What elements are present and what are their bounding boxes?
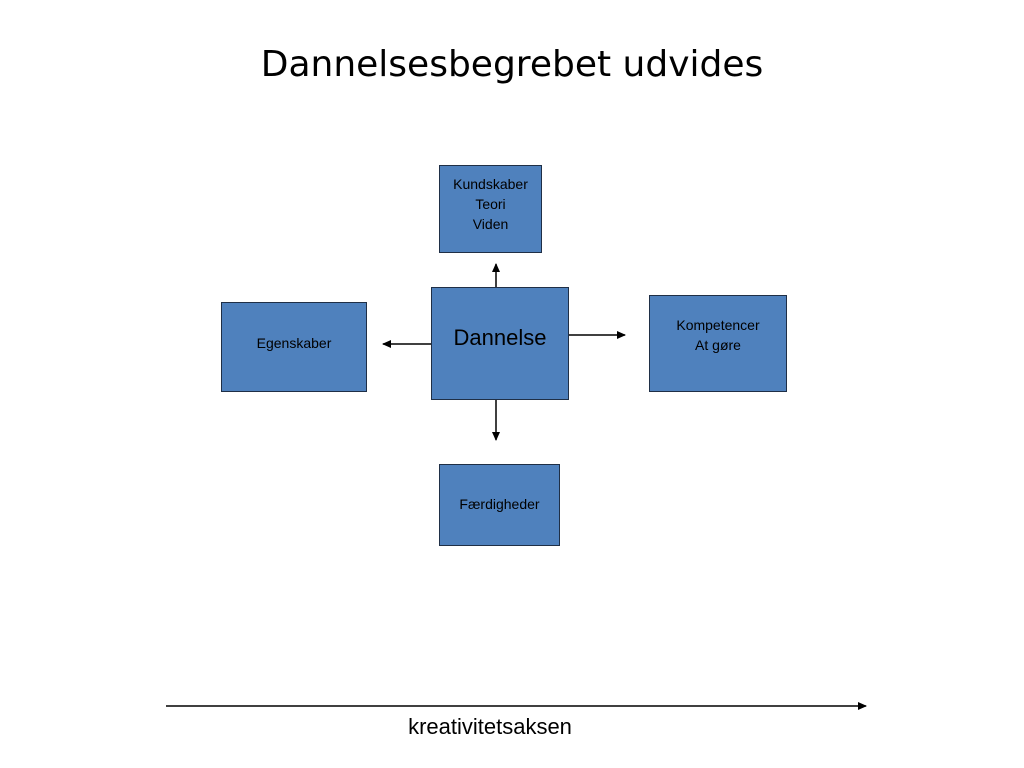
node-faerdigheder: Færdigheder — [439, 464, 560, 546]
center-label: Dannelse — [453, 324, 547, 350]
axis-label: kreativitetsaksen — [408, 714, 572, 739]
slide-title: Dannelsesbegrebet udvides — [260, 44, 764, 85]
node-kundskaber: Kundskaber Teori Viden — [439, 165, 542, 253]
node-dannelse: Dannelse — [431, 287, 569, 400]
node-line: Viden — [472, 216, 509, 232]
node-line: Kompetencer — [676, 316, 760, 333]
node-line: Egenskaber — [256, 335, 332, 351]
node-egenskaber: Egenskaber — [221, 302, 367, 392]
node-line: Færdigheder — [459, 496, 540, 512]
node-kompetencer: Kompetencer At gøre — [649, 295, 787, 392]
node-line: Kundskaber — [453, 176, 528, 192]
node-line: Teori — [475, 196, 506, 212]
node-line: At gøre — [695, 336, 741, 353]
